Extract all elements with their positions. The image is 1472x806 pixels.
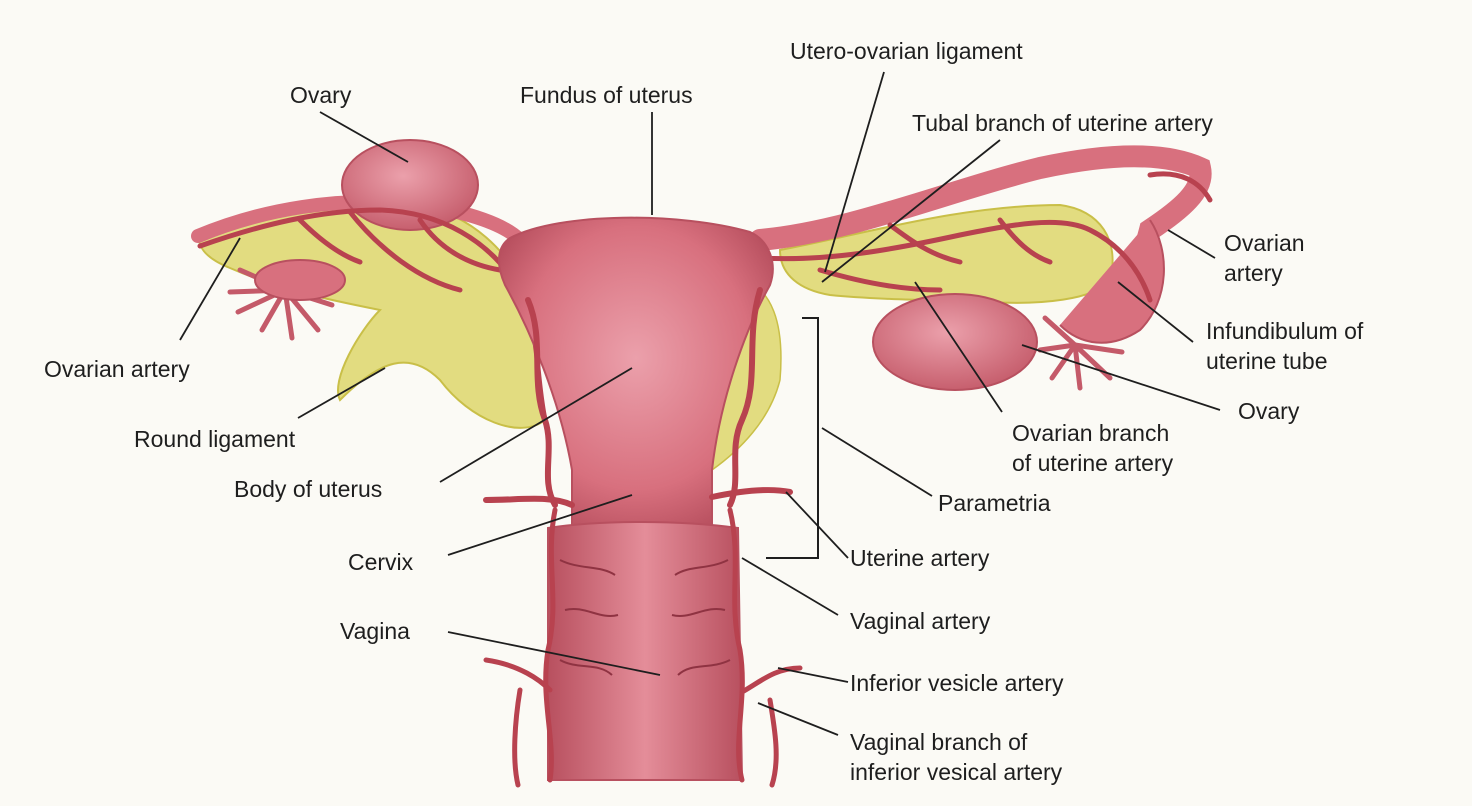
label-ovarian-artery-right: Ovarian artery	[1224, 230, 1305, 286]
label-vagina: Vagina	[340, 618, 410, 644]
label-body-of-uterus: Body of uterus	[234, 476, 383, 502]
right-infundibulum	[1059, 219, 1165, 344]
label-fundus-of-uterus: Fundus of uterus	[520, 82, 693, 108]
vagina	[547, 521, 744, 781]
label-tubal-branch-of-uterine-artery: Tubal branch of uterine artery	[912, 110, 1213, 136]
left-infundibulum	[254, 259, 346, 301]
vaginal-wall-vessels	[559, 559, 731, 676]
label-infundibulum-of-uterine-tube: Infundibulum of uterine tube	[1206, 318, 1364, 374]
label-vaginal-branch-of-inferior-vesical-artery: Vaginal branch of inferior vesical arter…	[850, 729, 1063, 785]
label-cervix: Cervix	[348, 549, 414, 575]
label-ovarian-branch-of-uterine-artery: Ovarian branch of uterine artery	[1012, 420, 1174, 476]
leader-lines	[179, 71, 1221, 736]
label-ovarian-artery-left: Ovarian artery	[44, 356, 190, 382]
label-ovary-left: Ovary	[290, 82, 352, 108]
left-ovary	[341, 139, 479, 231]
label-parametria: Parametria	[938, 490, 1051, 516]
label-utero-ovarian-ligament: Utero-ovarian ligament	[790, 38, 1023, 64]
label-round-ligament: Round ligament	[134, 426, 296, 452]
label-vaginal-artery: Vaginal artery	[850, 608, 991, 634]
label-ovary-right: Ovary	[1238, 398, 1300, 424]
parametria-bracket	[766, 317, 819, 559]
label-inferior-vesicle-artery: Inferior vesicle artery	[850, 670, 1064, 696]
label-uterine-artery: Uterine artery	[850, 545, 990, 571]
uterus-body	[498, 216, 774, 531]
